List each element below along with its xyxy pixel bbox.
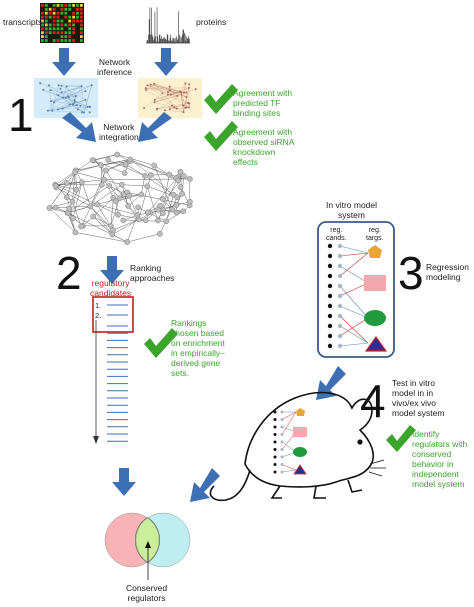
step-number-4: 4: [360, 375, 386, 427]
transcripts-label: transcripts: [3, 17, 43, 27]
arrow-to-venn: [112, 468, 136, 496]
transcripts-heatmap: [40, 3, 84, 43]
step-number-2: 2: [56, 247, 82, 299]
test-in-vitro-label: Test in vitro model in in vivo/ex vivo m…: [392, 378, 445, 418]
network-inference-label: Network inference: [97, 57, 132, 77]
arrow-transcripts-to-network: [52, 48, 76, 76]
rank-1-label: 1.: [95, 301, 102, 310]
sirna-check-text: Agreement with observed siRNA knockdown …: [233, 127, 295, 167]
check-icon-rankings: [144, 328, 178, 358]
conserved-regulators-label: Conserved regulators: [126, 583, 168, 603]
rankings-check-text: Rankings chosen based on enrichment in e…: [171, 318, 225, 378]
proteins-spectrum: [146, 3, 190, 44]
integrated-network: [46, 151, 193, 245]
conserved-check-text: Identify regulators with conserved behav…: [412, 429, 468, 489]
protein-network: [138, 78, 202, 118]
ranking-approaches-label: Ranking approaches: [130, 263, 175, 283]
step-number-3: 3: [398, 247, 424, 299]
check-icon-sirna: [204, 121, 238, 151]
rank-2-label: 2.: [95, 311, 102, 320]
reg-targs-label: reg. targs.: [366, 227, 384, 242]
arrow-right-to-integration: [138, 112, 172, 142]
arrow-left-to-integration: [62, 112, 96, 142]
regression-modeling-label: Regression modeling: [426, 262, 469, 282]
transcript-network: [34, 78, 98, 118]
in-vitro-model-box: [317, 221, 395, 358]
tf-binding-check-text: Agreement with predicted TF binding site…: [233, 88, 293, 118]
venn-diagram: [104, 512, 191, 580]
proteins-label: proteins: [196, 17, 227, 27]
in-vitro-model-label: In vitro model system: [326, 200, 378, 220]
mouse-regulator-panel: [273, 408, 307, 475]
arrow-proteins-to-network: [154, 48, 178, 76]
arrow-mouse-to-venn: [190, 468, 220, 502]
check-icon-conserved: [386, 425, 416, 452]
regulatory-candidates-label: regulatory candidates: [90, 278, 132, 298]
network-integration-label: Network integration: [99, 122, 139, 142]
step-number-1: 1: [8, 89, 34, 141]
candidate-list: [92, 296, 134, 444]
arrow-to-mouse: [316, 366, 346, 400]
mouse-model: [209, 391, 386, 502]
check-icon-tf: [204, 84, 238, 114]
reg-cands-label: reg. cands.: [326, 227, 347, 242]
